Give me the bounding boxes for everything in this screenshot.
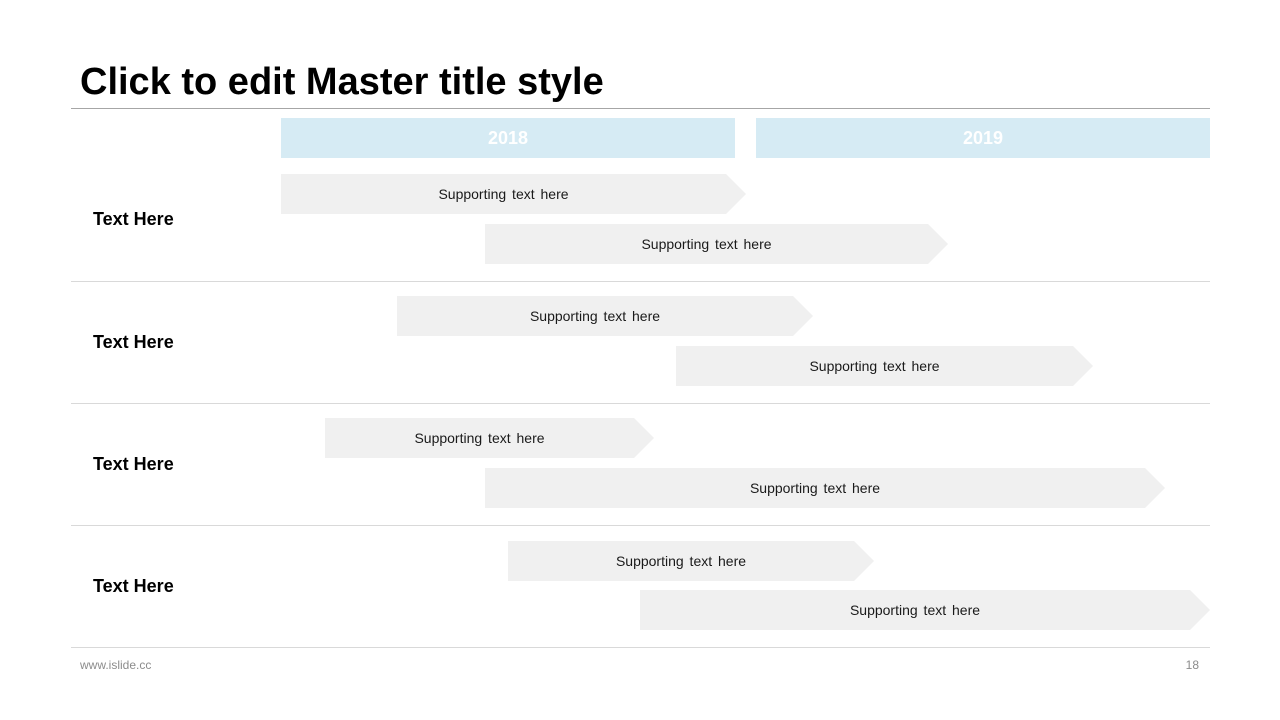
timeline-bar: Supporting text here bbox=[325, 418, 654, 458]
timeline-bar-label: Supporting text here bbox=[615, 553, 747, 569]
timeline-bar: Supporting text here bbox=[485, 468, 1165, 508]
timeline-bar-label: Supporting text here bbox=[849, 602, 981, 618]
row-divider bbox=[71, 281, 1210, 282]
title-divider bbox=[71, 108, 1210, 109]
timeline-bar-label: Supporting text here bbox=[641, 236, 772, 252]
timeline-bar: Supporting text here bbox=[508, 541, 874, 581]
timeline-bar: Supporting text here bbox=[397, 296, 813, 336]
timeline-bar-label: Supporting text here bbox=[749, 480, 881, 496]
timeline-bar-label: Supporting text here bbox=[438, 186, 569, 202]
timeline-bar-label: Supporting text here bbox=[414, 430, 545, 446]
year-header-2019: 2019 bbox=[756, 118, 1210, 158]
row-label: Text Here bbox=[93, 576, 174, 596]
row-divider bbox=[71, 403, 1210, 404]
slide-title: Click to edit Master title style bbox=[80, 61, 604, 103]
row-label: Text Here bbox=[93, 454, 174, 474]
timeline-bar: Supporting text here bbox=[485, 224, 948, 264]
year-header-2018: 2018 bbox=[281, 118, 735, 158]
timeline-bar: Supporting text here bbox=[640, 590, 1210, 630]
timeline-bar-label: Supporting text here bbox=[809, 358, 940, 374]
timeline-bar: Supporting text here bbox=[281, 174, 746, 214]
footer-url: www.islide.cc bbox=[80, 658, 152, 672]
timeline-bar-label: Supporting text here bbox=[529, 308, 661, 324]
row-divider bbox=[71, 647, 1210, 648]
row-label: Text Here bbox=[93, 332, 174, 352]
timeline-bar: Supporting text here bbox=[676, 346, 1093, 386]
page-number: 18 bbox=[1185, 658, 1199, 672]
row-divider bbox=[71, 525, 1210, 526]
row-label: Text Here bbox=[93, 209, 174, 229]
